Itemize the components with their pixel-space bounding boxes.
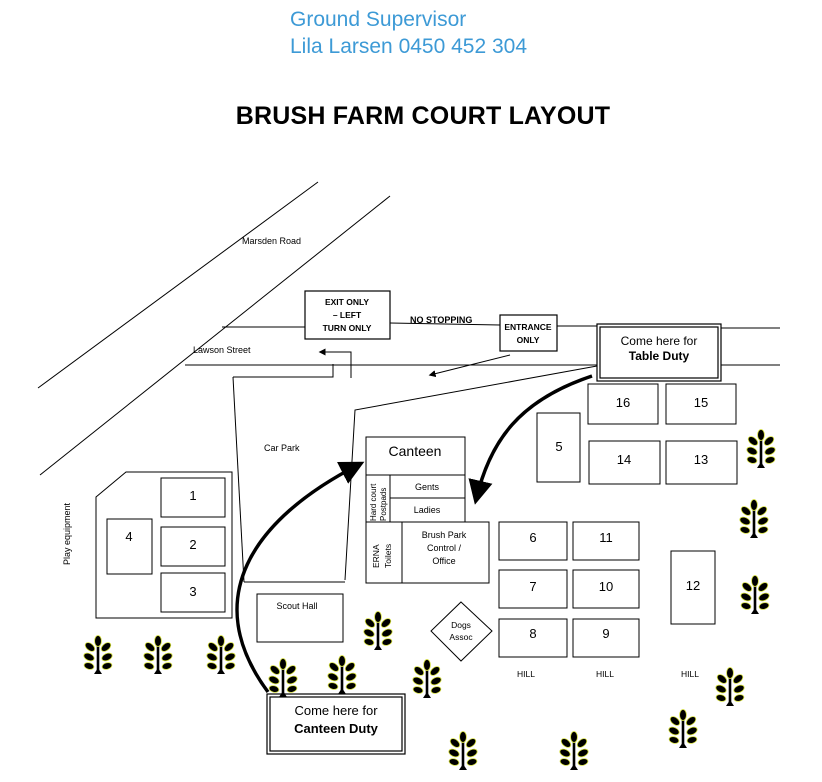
tree-icon xyxy=(744,428,778,470)
court-8: 8 xyxy=(498,618,568,658)
svg-text:Dogs: Dogs xyxy=(451,620,471,630)
court-6: 6 xyxy=(498,521,568,561)
tree-icon xyxy=(410,658,444,700)
tree-icon xyxy=(666,708,700,750)
svg-text:EXIT ONLY: EXIT ONLY xyxy=(325,297,369,307)
tree-icon xyxy=(557,730,591,772)
tree-icon xyxy=(713,666,747,708)
hill-labels: HILL HILL HILL xyxy=(517,669,699,679)
tree-icon xyxy=(446,730,480,772)
svg-text:11: 11 xyxy=(599,530,613,545)
svg-text:ERNA: ERNA xyxy=(371,544,381,568)
canteen-label: Canteen xyxy=(389,443,442,459)
svg-text:8: 8 xyxy=(529,626,536,641)
svg-text:9: 9 xyxy=(602,626,609,641)
svg-text:16: 16 xyxy=(616,395,630,410)
court-11: 11 xyxy=(572,521,640,561)
svg-text:– LEFT: – LEFT xyxy=(333,310,362,320)
svg-text:14: 14 xyxy=(617,452,631,467)
svg-text:6: 6 xyxy=(529,530,536,545)
svg-text:Brush Park: Brush Park xyxy=(422,530,467,540)
svg-text:Assoc: Assoc xyxy=(449,632,473,642)
car-park: Car Park xyxy=(232,348,598,583)
ground-supervisor: Ground Supervisor Lila Larsen 0450 452 3… xyxy=(290,6,527,60)
court-14: 14 xyxy=(588,440,661,485)
table-duty-arrow xyxy=(468,374,593,505)
tree-icon xyxy=(738,574,772,616)
supervisor-role: Ground Supervisor xyxy=(290,8,467,31)
svg-text:2: 2 xyxy=(189,537,196,552)
court-16: 16 xyxy=(587,383,659,425)
canteen-duty-arrow xyxy=(235,461,365,694)
court-12: 12 xyxy=(670,550,716,625)
lawson-street: Lawson Street NO STOPPING xyxy=(185,315,780,366)
tree-icon xyxy=(204,634,238,676)
svg-text:15: 15 xyxy=(694,395,708,410)
svg-text:7: 7 xyxy=(529,579,536,594)
marsden-road: Marsden Road xyxy=(37,181,391,476)
tree-icon xyxy=(81,634,115,676)
svg-text:ONLY: ONLY xyxy=(517,335,540,345)
court-2: 2 xyxy=(160,526,226,567)
lawson-street-label: Lawson Street xyxy=(193,345,251,355)
ladies-label: Ladies xyxy=(414,505,441,515)
court-1: 1 xyxy=(160,477,226,518)
entrance-only-sign: ENTRANCE ONLY xyxy=(499,314,558,352)
tree-icon xyxy=(737,498,771,540)
canteen-duty-callout: Come here for Canteen Duty xyxy=(266,693,406,755)
svg-text:12: 12 xyxy=(686,578,700,593)
no-stopping-label: NO STOPPING xyxy=(410,315,472,325)
scout-hall: Scout Hall xyxy=(256,593,344,643)
exit-arrow xyxy=(318,348,352,378)
court-3: 3 xyxy=(160,572,226,613)
svg-text:13: 13 xyxy=(694,452,708,467)
svg-text:ENTRANCE: ENTRANCE xyxy=(504,322,552,332)
court-15: 15 xyxy=(665,383,737,425)
court-10: 10 xyxy=(572,569,640,609)
svg-text:Come here for: Come here for xyxy=(621,334,698,348)
svg-text:Canteen Duty: Canteen Duty xyxy=(294,721,379,736)
page-title: BRUSH FARM COURT LAYOUT xyxy=(235,102,611,130)
gents-label: Gents xyxy=(415,482,440,492)
marsden-road-label: Marsden Road xyxy=(242,236,301,246)
hill-label: HILL xyxy=(517,669,535,679)
exit-only-sign: EXIT ONLY – LEFT TURN ONLY xyxy=(304,290,391,340)
canteen-building: Canteen Hard court Postpads Gents Ladies… xyxy=(365,436,490,584)
table-duty-callout: Come here for Table Duty xyxy=(596,323,722,382)
svg-text:Toilets: Toilets xyxy=(383,544,393,568)
tree-icon xyxy=(325,654,359,696)
car-park-label: Car Park xyxy=(264,443,300,453)
dogs-assoc: Dogs Assoc xyxy=(430,601,493,662)
courts: 1 2 3 4 5 16 15 14 13 6 11 7 10 8 9 12 xyxy=(106,383,738,658)
hill-label: HILL xyxy=(681,669,699,679)
court-13: 13 xyxy=(665,440,738,485)
tree-icon xyxy=(141,634,175,676)
supervisor-contact: Lila Larsen 0450 452 304 xyxy=(290,35,528,58)
svg-text:Table Duty: Table Duty xyxy=(629,349,690,363)
entrance-arrow xyxy=(428,354,511,378)
tree-icon xyxy=(266,657,300,699)
svg-text:Scout Hall: Scout Hall xyxy=(276,601,317,611)
court-9: 9 xyxy=(572,618,640,658)
court-7: 7 xyxy=(498,569,568,609)
hill-label: HILL xyxy=(596,669,614,679)
court-5: 5 xyxy=(536,412,581,483)
svg-text:Control /: Control / xyxy=(427,543,462,553)
svg-text:TURN ONLY: TURN ONLY xyxy=(323,323,372,333)
svg-text:1: 1 xyxy=(189,488,196,503)
svg-text:4: 4 xyxy=(125,529,132,544)
svg-text:5: 5 xyxy=(555,439,562,454)
svg-text:Come here for: Come here for xyxy=(294,703,378,718)
svg-text:Hard court: Hard court xyxy=(369,483,378,521)
tree-icon xyxy=(361,610,395,652)
play-equipment-label: Play equipment xyxy=(62,502,72,565)
svg-text:Postpads: Postpads xyxy=(379,488,388,521)
svg-text:3: 3 xyxy=(189,584,196,599)
court-4: 4 xyxy=(106,518,153,575)
svg-text:10: 10 xyxy=(599,579,613,594)
svg-text:Office: Office xyxy=(432,556,455,566)
